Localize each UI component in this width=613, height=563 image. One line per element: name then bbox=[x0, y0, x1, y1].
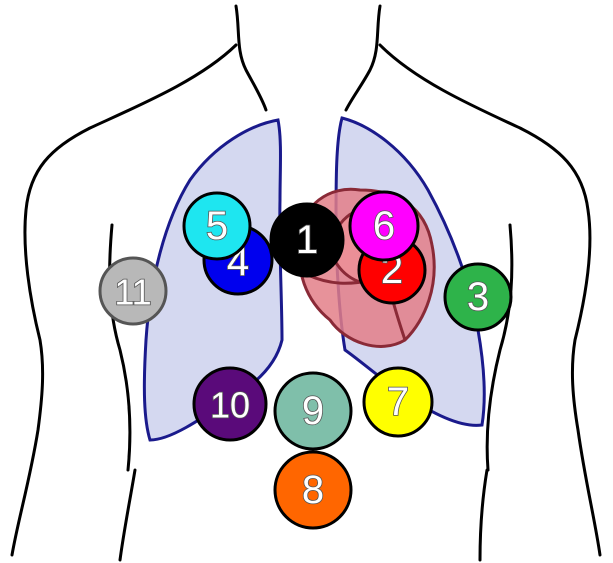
marker-7[interactable]: 7 bbox=[364, 368, 432, 436]
marker-6-label: 6 bbox=[373, 204, 395, 248]
armpit-right-line bbox=[487, 225, 512, 470]
marker-3[interactable]: 3 bbox=[445, 264, 511, 330]
neck-left-line bbox=[236, 6, 266, 110]
marker-6[interactable]: 6 bbox=[350, 192, 418, 260]
marker-1-label: 1 bbox=[296, 218, 318, 262]
marker-3-label: 3 bbox=[467, 275, 489, 319]
marker-8-label: 8 bbox=[302, 468, 324, 512]
marker-9[interactable]: 9 bbox=[275, 373, 351, 449]
marker-5[interactable]: 5 bbox=[184, 193, 250, 259]
waist-left-line bbox=[120, 470, 135, 560]
marker-8[interactable]: 8 bbox=[275, 452, 351, 528]
marker-10-label: 10 bbox=[210, 385, 250, 426]
marker-7-label: 7 bbox=[387, 380, 409, 424]
marker-10[interactable]: 10 bbox=[194, 368, 266, 440]
waist-right-line bbox=[480, 470, 487, 560]
marker-9-label: 9 bbox=[302, 389, 324, 433]
marker-5-label: 5 bbox=[206, 204, 228, 248]
marker-11-label: 11 bbox=[114, 272, 151, 313]
neck-right-line bbox=[346, 6, 380, 110]
marker-1[interactable]: 1 bbox=[271, 204, 343, 276]
marker-11[interactable]: 11 bbox=[100, 258, 166, 324]
